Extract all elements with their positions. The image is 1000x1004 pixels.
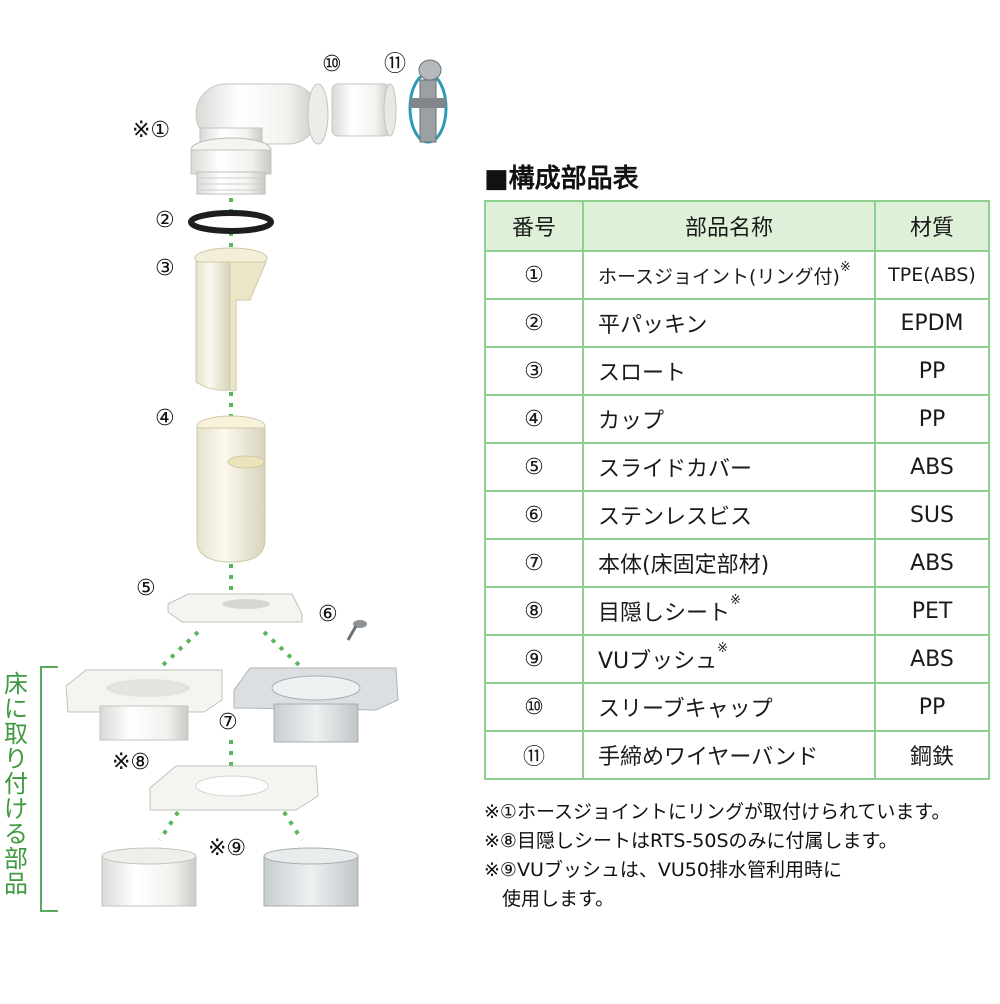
- cell-material: PET: [874, 586, 990, 636]
- cell-number: ⑪: [484, 730, 584, 780]
- exploded-view-illustration: [65, 59, 448, 907]
- cell-number: ⑩: [484, 682, 584, 732]
- note-mark: ※: [730, 593, 741, 608]
- label-part-11: ⑪: [384, 52, 407, 77]
- cell-part-name: VUブッシュ※: [582, 634, 876, 684]
- table-row: ③ スロート PP: [484, 346, 990, 396]
- cell-part-name: ホースジョイント(リング付)※: [582, 250, 876, 300]
- footnote: ※⑧目隠しシートはRTS-50Sのみに付属します。: [484, 830, 898, 852]
- footnote: ※⑨VUブッシュは、VU50排水管利用時に: [484, 859, 842, 881]
- cell-number: ④: [484, 394, 584, 444]
- cup-part: [196, 415, 266, 563]
- guide-lines: [158, 198, 304, 842]
- cell-material: ABS: [874, 442, 990, 492]
- parts-table: 番号 部品名称 材質 ① ホースジョイント(リング付)※ TPE(ABS) ② …: [484, 200, 990, 780]
- cell-part-name: 目隠しシート※: [582, 586, 876, 636]
- main-body-white-part: [65, 669, 223, 741]
- table-row: ④ カップ PP: [484, 394, 990, 444]
- table-row: ⑥ ステンレスビス SUS: [484, 490, 990, 540]
- cell-number: ⑨: [484, 634, 584, 684]
- footnote: ※①ホースジョイントにリングが取付けられています。: [484, 801, 951, 823]
- cell-number: ⑧: [484, 586, 584, 636]
- hose-joint-part: [190, 83, 329, 195]
- cell-material: TPE(ABS): [874, 250, 990, 300]
- label-part-5: ⑤: [136, 576, 156, 601]
- header-number: 番号: [484, 200, 584, 252]
- cell-number: ⑤: [484, 442, 584, 492]
- vu-bushing-white-part: [101, 847, 197, 907]
- cell-material: PP: [874, 394, 990, 444]
- note-mark: ※: [717, 641, 729, 656]
- cell-material: PP: [874, 346, 990, 396]
- table-header-row: 番号 部品名称 材質: [484, 200, 990, 252]
- cell-part-name: 手締めワイヤーバンド: [582, 730, 876, 780]
- cell-number: ①: [484, 250, 584, 300]
- cell-part-name: ステンレスビス: [582, 490, 876, 540]
- cell-part-name: カップ: [582, 394, 876, 444]
- wire-band-part: [408, 59, 448, 144]
- cell-part-name: 平パッキン: [582, 298, 876, 348]
- stainless-screw-part: [346, 620, 367, 641]
- slide-cover-part: [167, 593, 303, 623]
- table-row: ⑩ スリーブキャップ PP: [484, 682, 990, 732]
- concealing-sheet-part: [149, 765, 319, 811]
- parts-diagram: ※① ② ③ ④ ⑤ ⑥ ⑦ ※⑧ ※⑨ ⑩ ⑪ 床 に 取 り 付 け る 部…: [0, 0, 470, 1000]
- note-mark: ※: [839, 259, 851, 275]
- table-row: ⑨ VUブッシュ※ ABS: [484, 634, 990, 684]
- vu-bushing-clear-part: [263, 847, 359, 907]
- table-row: ② 平パッキン EPDM: [484, 298, 990, 348]
- footnote: 使用します。: [502, 888, 615, 910]
- label-part-7: ⑦: [218, 710, 238, 735]
- label-part-10: ⑩: [322, 52, 342, 77]
- header-material: 材質: [874, 200, 990, 252]
- label-part-6: ⑥: [318, 602, 338, 627]
- cell-material: ABS: [874, 634, 990, 684]
- cell-material: 鋼鉄: [874, 730, 990, 780]
- label-part-9: ※⑨: [208, 836, 247, 861]
- table-row: ① ホースジョイント(リング付)※ TPE(ABS): [484, 250, 990, 300]
- main-body-clear-part: [233, 667, 399, 743]
- sleeve-cap-part: [331, 83, 397, 137]
- header-part-name: 部品名称: [582, 200, 876, 252]
- label-part-1: ※①: [132, 118, 171, 143]
- cell-number: ③: [484, 346, 584, 396]
- label-part-8: ※⑧: [112, 750, 151, 775]
- table-row: ⑪ 手締めワイヤーバンド 鋼鉄: [484, 730, 990, 780]
- cell-part-name: 本体(床固定部材): [582, 538, 876, 588]
- cell-number: ⑦: [484, 538, 584, 588]
- label-part-3: ③: [155, 256, 175, 281]
- table-row: ⑧ 目隠しシート※ PET: [484, 586, 990, 636]
- cell-part-name: スリーブキャップ: [582, 682, 876, 732]
- cell-material: PP: [874, 682, 990, 732]
- cell-part-name: スロート: [582, 346, 876, 396]
- cell-material: SUS: [874, 490, 990, 540]
- label-part-4: ④: [155, 406, 175, 431]
- throat-part: [194, 247, 268, 392]
- label-part-2: ②: [155, 208, 175, 233]
- cell-material: EPDM: [874, 298, 990, 348]
- footnotes: ※①ホースジョイントにリングが取付けられています。 ※⑧目隠しシートはRTS-5…: [484, 798, 951, 914]
- cell-number: ②: [484, 298, 584, 348]
- flat-packing-part: [188, 210, 274, 234]
- table-row: ⑦ 本体(床固定部材) ABS: [484, 538, 990, 588]
- table-row: ⑤ スライドカバー ABS: [484, 442, 990, 492]
- cell-number: ⑥: [484, 490, 584, 540]
- cell-material: ABS: [874, 538, 990, 588]
- floor-parts-bracket: [40, 666, 58, 912]
- table-title: ■構成部品表: [484, 164, 639, 194]
- cell-part-name: スライドカバー: [582, 442, 876, 492]
- floor-mounted-parts-label: 床 に 取 り 付 け る 部 品: [4, 670, 28, 898]
